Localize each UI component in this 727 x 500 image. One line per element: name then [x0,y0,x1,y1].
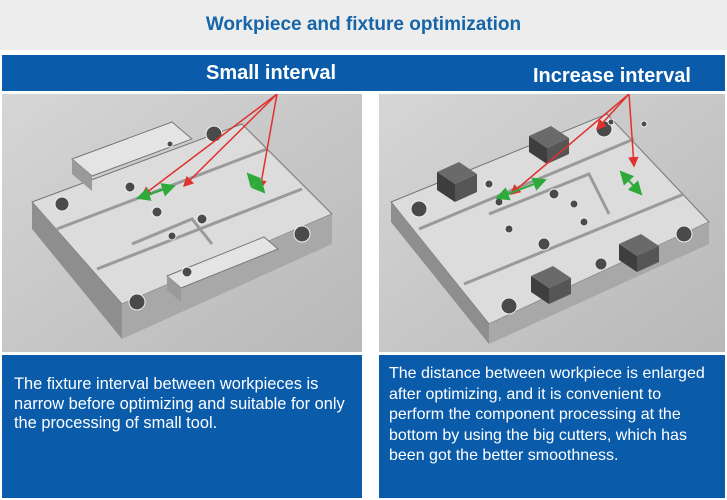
left-fixture-image [2,94,362,352]
right-description: The distance between workpiece is enlarg… [389,365,705,464]
right-fixture-image [379,94,725,352]
title-bar [0,0,727,50]
header-band [2,55,725,91]
left-description: The fixture interval between workpieces … [14,375,345,432]
right-heading: Increase interval [533,65,691,87]
page-title: Workpiece and fixture optimization [205,14,522,35]
left-description-box: The fixture interval between workpieces … [2,355,362,498]
left-heading: Small interval [206,62,337,84]
right-description-box: The distance between workpiece is enlarg… [379,355,725,498]
